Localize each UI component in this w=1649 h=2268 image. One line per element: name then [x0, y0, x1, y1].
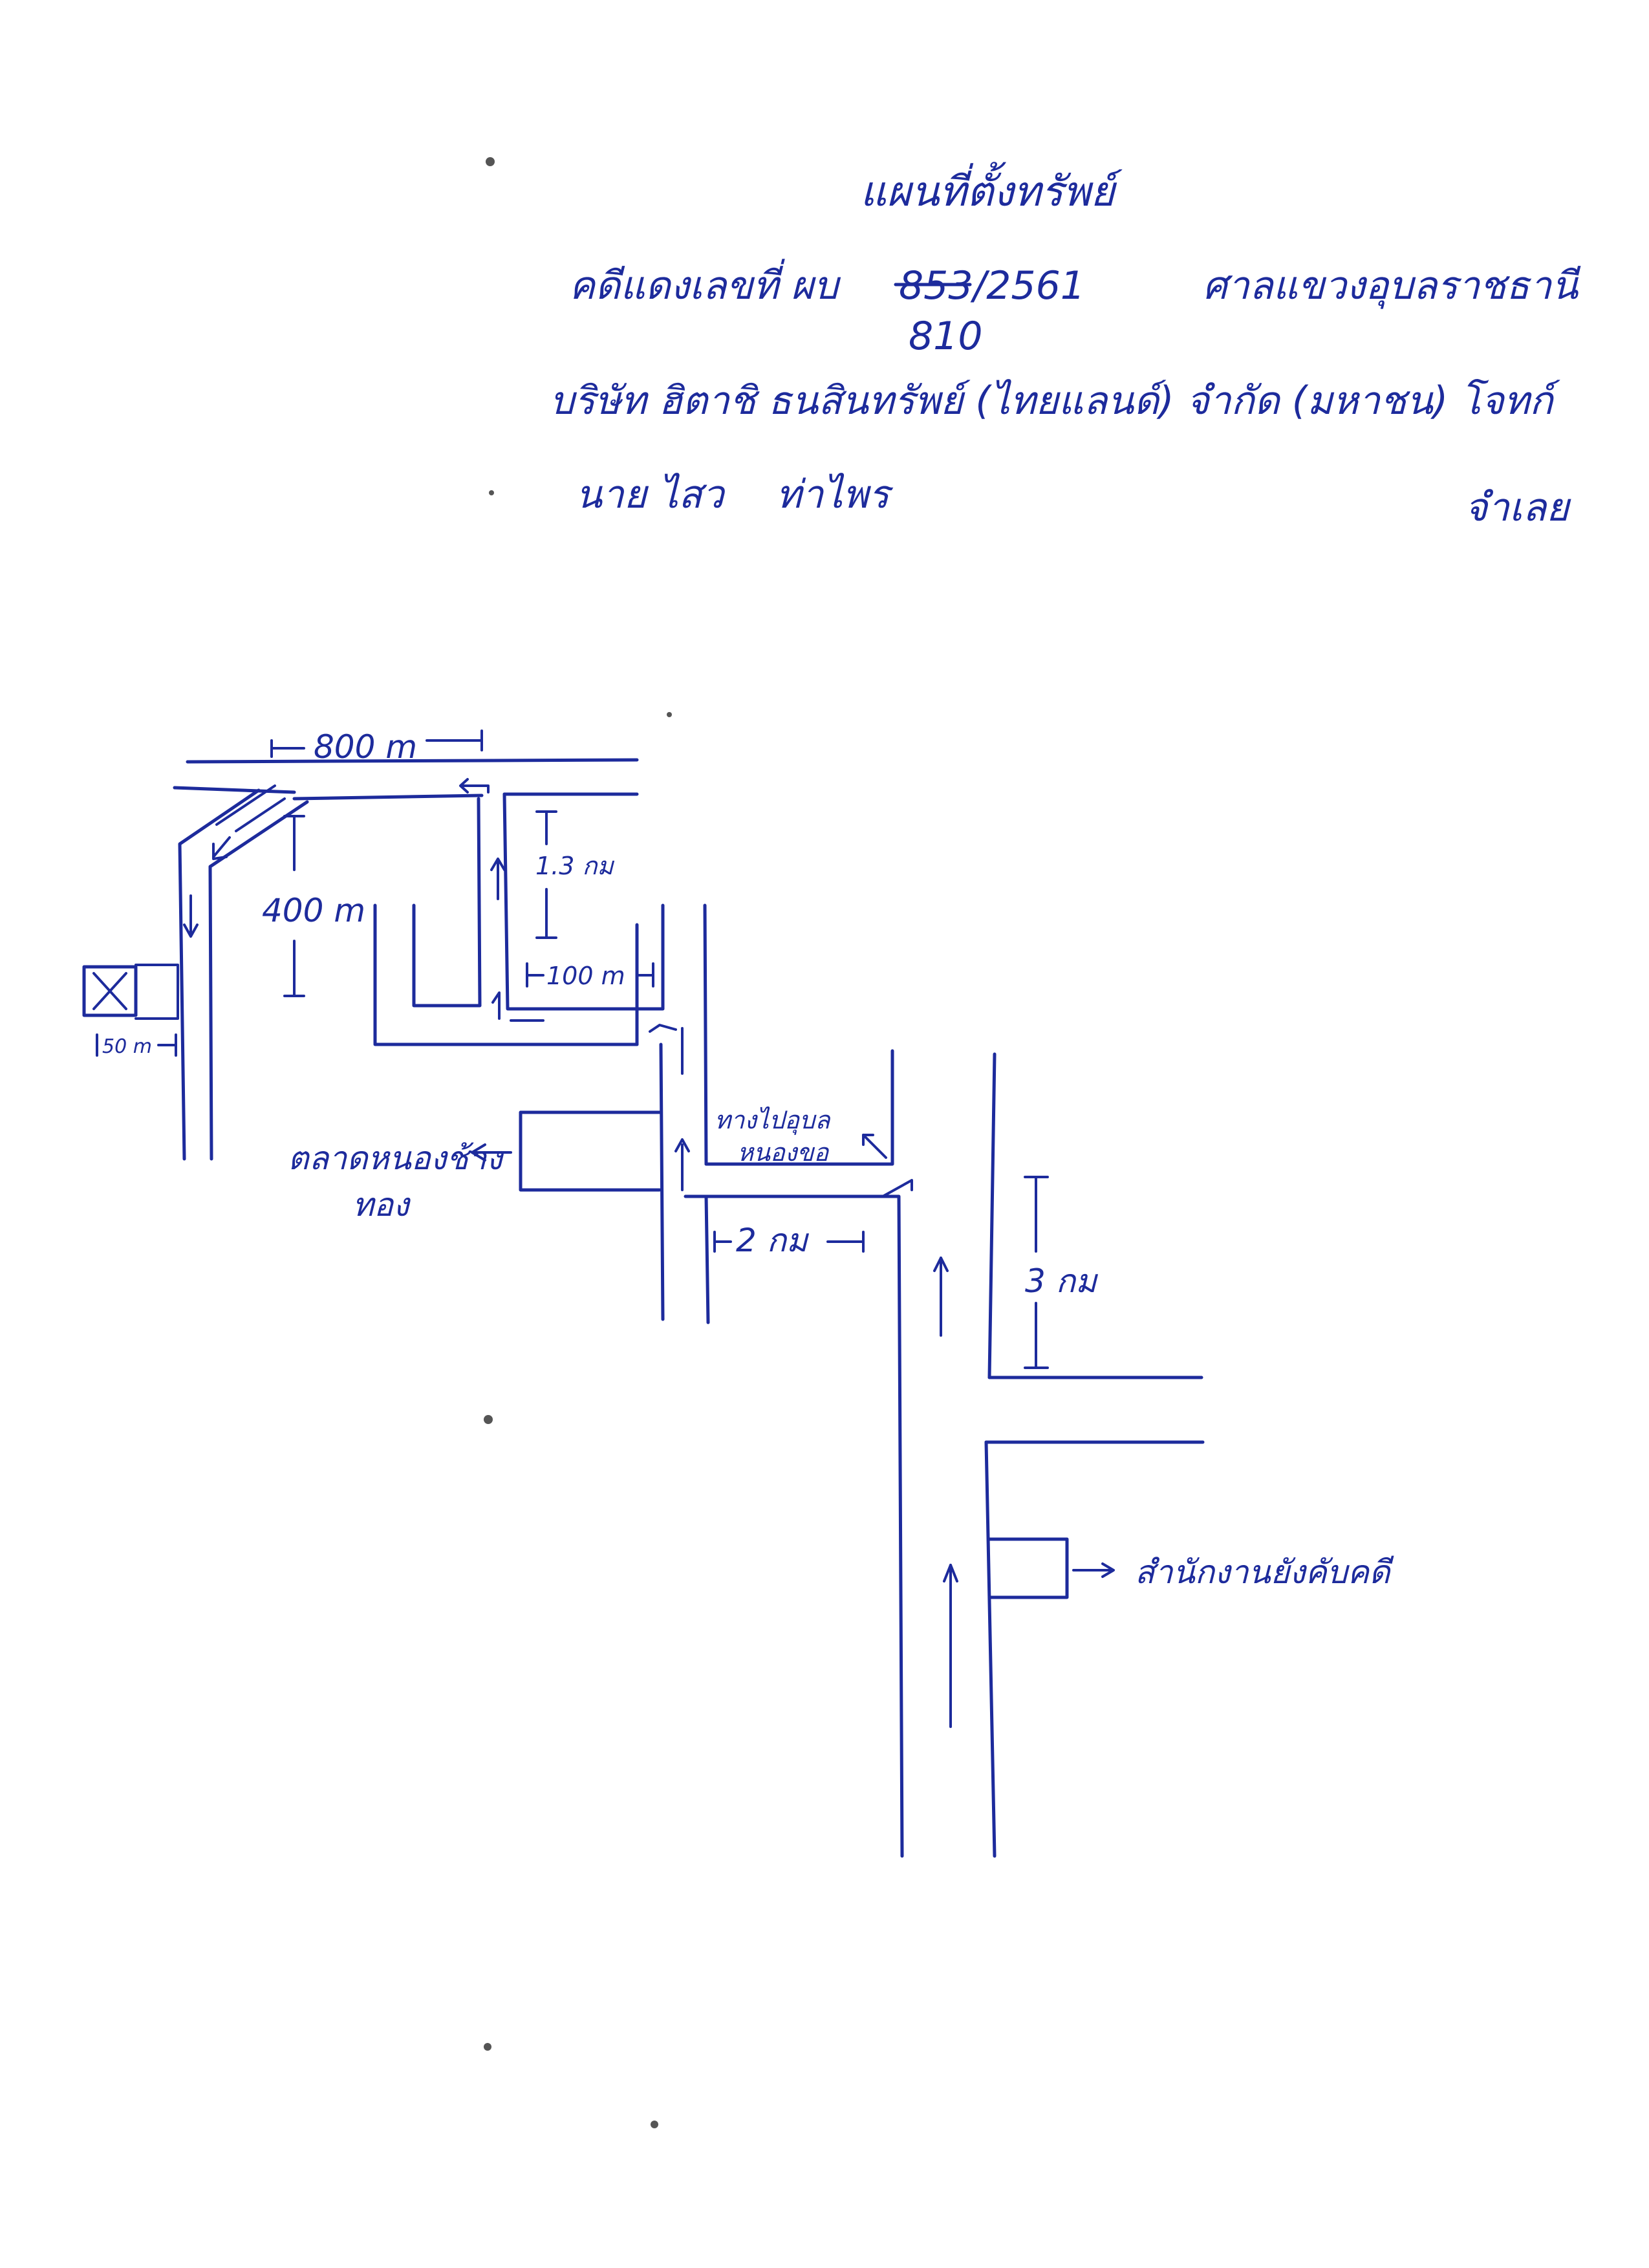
case-prefix: คดีแดงเลขที่ ผบ	[569, 259, 841, 308]
direction-arrow-icon	[862, 1134, 874, 1146]
distance-short-segment: 100 m	[546, 962, 625, 990]
direction-arrow-icon	[461, 784, 490, 794]
direction-arrow-icon	[490, 858, 506, 871]
case-line: คดีแดงเลขที่ ผบ 853 810 /2561 ศาลแขวงอุบ…	[569, 259, 1581, 359]
direction-arrow-icon	[183, 923, 199, 938]
direction-arrow-icon	[933, 1257, 949, 1272]
market-building	[471, 1110, 662, 1192]
label-market-name: ตลาดหนองช้าง	[288, 1139, 504, 1177]
defendant-first-name: นาย ไสว	[576, 472, 726, 517]
direction-arrow-icon	[1101, 1562, 1115, 1578]
distance-markers: 800 m 400 m 1.3 กม 100 m 50 m 2 กม	[96, 728, 1099, 1369]
court-name: ศาลแขวงอุบลราชธานี	[1203, 263, 1581, 309]
direction-arrow-icon	[212, 843, 228, 860]
direction-arrow-icon	[491, 991, 501, 1020]
distance-vertical-left: 400 m	[262, 892, 365, 929]
label-towards-nongkhai: หนองขอ	[737, 1138, 830, 1167]
property-marker-icon	[82, 965, 138, 1017]
direction-arrow-icon	[471, 1143, 486, 1161]
defendant-line: นาย ไสว ท่าไพร จำเลย	[576, 472, 1571, 530]
case-number-corrected: 810	[909, 314, 983, 359]
direction-arrow-icon	[943, 1564, 958, 1582]
office-building	[987, 1537, 1115, 1599]
defendant-last-name: ท่าไพร	[776, 472, 894, 517]
distance-property-offset: 50 m	[102, 1035, 152, 1058]
road-network	[173, 758, 1205, 1858]
property-marker	[82, 964, 179, 1020]
case-year: /2561	[970, 263, 1085, 308]
label-towards-ubon: ทางไปอุบล	[715, 1106, 831, 1135]
direction-arrow-icon	[459, 778, 469, 794]
distance-right-segment: 3 กม	[1025, 1262, 1099, 1300]
distance-top-road: 800 m	[314, 728, 417, 766]
map-title: แผนที่ตั้งทรัพย์	[860, 162, 1123, 216]
label-enforcement-office: สำนักงานยังคับคดี	[1135, 1553, 1395, 1591]
direction-arrow-icon	[674, 1138, 690, 1152]
defendant-role: จำเลย	[1465, 485, 1571, 530]
distance-middle-segment: 2 กม	[736, 1222, 810, 1259]
plaintiff-company: บริษัท ฮิตาชิ ธนสินทรัพย์ (ไทยแลนด์) จำก…	[550, 378, 1560, 424]
label-market-sub: ทอง	[352, 1186, 411, 1224]
direction-arrows	[183, 778, 958, 1728]
scan-specks	[484, 157, 672, 2128]
map-labels: ทางไปอุบล หนองขอ ตลาดหนองช้าง ทอง สำนักง…	[288, 1106, 1395, 1591]
direction-arrow-icon	[881, 1179, 913, 1198]
distance-vertical-mid: 1.3 กม	[535, 852, 615, 880]
direction-arrow-icon	[649, 1024, 677, 1033]
